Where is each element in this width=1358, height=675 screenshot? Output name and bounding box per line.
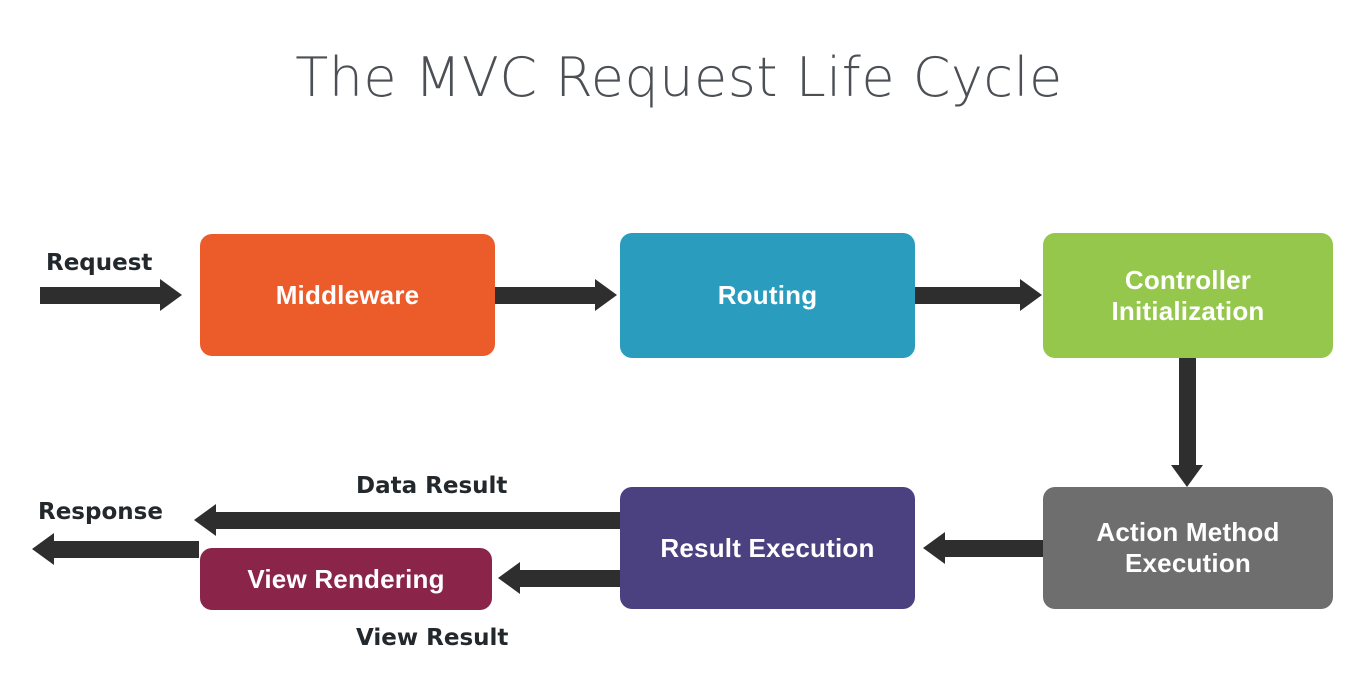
edge-label-response: Response [38,499,163,525]
arrow-controller-to-action-shaft [1179,357,1196,467]
arrow-request-shaft [40,287,162,304]
node-action-method-execution[interactable]: Action Method Execution [1043,487,1333,609]
arrow-data-result-shaft [216,512,620,529]
node-routing-label: Routing [717,280,818,311]
node-controller-initialization-label: Controller Initialization [1111,264,1265,326]
node-result-execution[interactable]: Result Execution [620,487,915,609]
node-middleware[interactable]: Middleware [200,234,495,356]
edge-label-request: Request [46,250,153,276]
arrow-response-shaft [54,541,199,558]
arrow-middleware-to-routing-head [595,279,617,311]
arrow-result-to-view-shaft [520,570,620,587]
arrow-request-head [160,279,182,311]
arrow-response-head [32,533,54,565]
node-action-method-execution-label: Action Method Execution [1096,517,1280,578]
arrow-middleware-to-routing-shaft [495,287,597,304]
edge-label-view-result: View Result [356,625,509,651]
arrow-action-to-result-shaft [945,540,1045,557]
arrow-action-to-result-head [923,532,945,564]
node-routing[interactable]: Routing [620,233,915,358]
arrow-data-result-head [194,504,216,536]
arrow-result-to-view-head [498,562,520,594]
arrow-routing-to-controller-head [1020,279,1042,311]
page-title: The MVC Request Life Cycle [295,46,1063,109]
edge-label-data-result: Data Result [356,473,508,499]
node-result-execution-label: Result Execution [660,532,875,563]
node-middleware-label: Middleware [275,279,420,310]
node-view-rendering[interactable]: View Rendering [200,548,492,610]
arrow-routing-to-controller-shaft [915,287,1022,304]
node-controller-initialization[interactable]: Controller Initialization [1043,233,1333,358]
node-view-rendering-label: View Rendering [247,563,445,594]
arrow-controller-to-action-head [1171,465,1203,487]
